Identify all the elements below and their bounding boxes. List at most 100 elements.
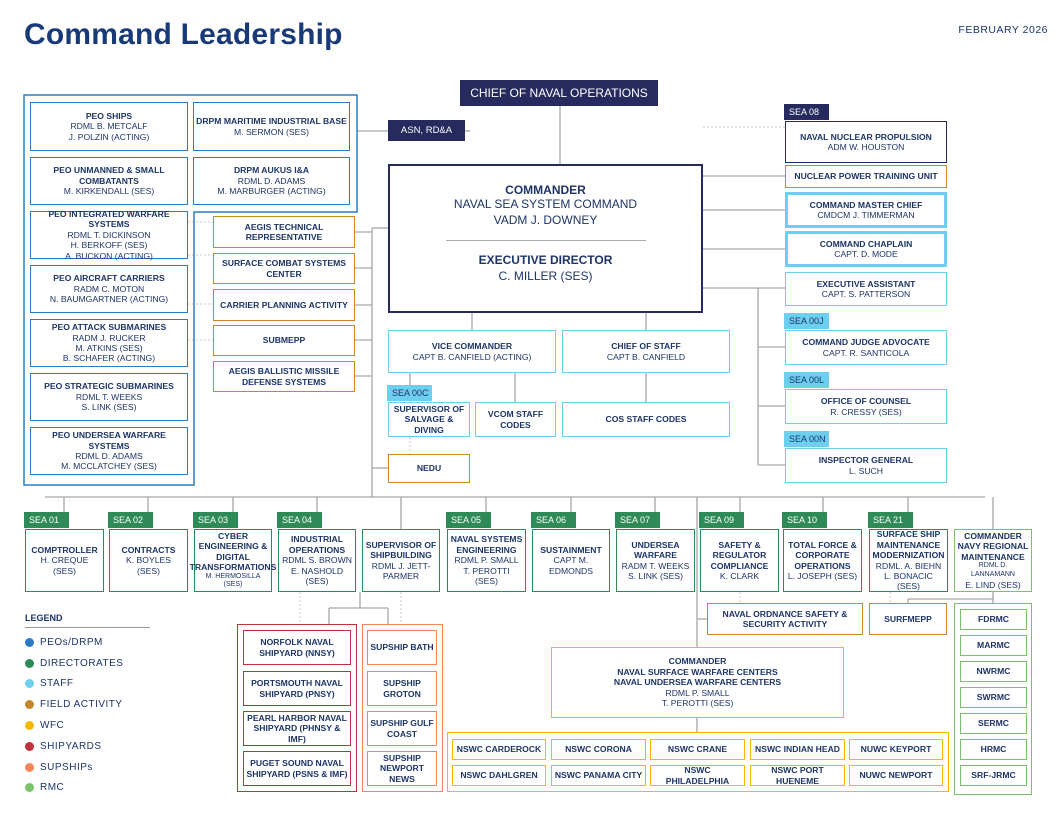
code-tag: SEA 00C	[387, 385, 432, 401]
box-person: RADM C. MOTON	[73, 283, 145, 294]
box-sup-bath[interactable]: SUPSHIP BATH	[367, 630, 437, 665]
box-title: SRF-JRMC	[971, 770, 1016, 781]
legend-label: SUPSHIPs	[40, 761, 93, 773]
legend-swatch-icon	[25, 721, 34, 731]
box-nswc-corona[interactable]: NSWC CORONA	[551, 739, 646, 760]
box-person: RDML T. DICKINSON	[67, 229, 151, 240]
commander-org: NAVAL SEA SYSTEM COMMAND	[453, 197, 638, 211]
box-title: NSWC PORT HUENEME	[771, 765, 824, 786]
box-nswc-carderock[interactable]: NSWC CARDEROCK	[452, 739, 546, 760]
box-person: L. JOSEPH (SES)	[787, 570, 858, 581]
box-nossa[interactable]: NAVAL ORDNANCE SAFETY & SECURITY ACTIVIT…	[707, 603, 863, 635]
box-nswc-ih[interactable]: NSWC INDIAN HEAD	[750, 739, 845, 760]
box-nnsy[interactable]: NORFOLK NAVAL SHIPYARD (NNSY)	[243, 630, 351, 665]
box-srf-jrmc[interactable]: SRF-JRMC	[960, 765, 1027, 786]
box-surfmepp[interactable]: SURFMEPP	[869, 603, 947, 635]
box-sermc[interactable]: SERMC	[960, 713, 1027, 734]
box-person: CAPT B. CANFIELD	[606, 351, 686, 362]
box-sup-groton[interactable]: SUPSHIP GROTON	[367, 671, 437, 706]
box-pnsy[interactable]: PORTSMOUTH NAVAL SHIPYARD (PNSY)	[243, 671, 351, 706]
box-person: K. BOYLES	[126, 555, 171, 566]
box-person: K. CLARK	[719, 570, 760, 581]
box-nswc-ph[interactable]: NSWC PORT HUENEME	[750, 765, 845, 786]
box-cno[interactable]: CHIEF OF NAVAL OPERATIONS	[460, 80, 658, 106]
box-psns[interactable]: PUGET SOUND NAVAL SHIPYARD (PSNS & IMF)	[243, 751, 351, 786]
wfc-org: NAVAL SURFACE WARFARE CENTERS	[617, 666, 778, 677]
box-nswc-dahlgren[interactable]: NSWC DAHLGREN	[452, 765, 546, 786]
box-submepp[interactable]: SUBMEPP	[213, 325, 355, 356]
legend-label: WFC	[40, 720, 65, 732]
box-aegis-tech[interactable]: AEGIS TECHNICAL REPRESENTATIVE	[213, 216, 355, 248]
box-abmd[interactable]: AEGIS BALLISTIC MISSILE DEFENSE SYSTEMS	[213, 361, 355, 392]
box-person: (SES)	[53, 565, 76, 576]
box-sup-gulf[interactable]: SUPSHIP GULF COAST	[367, 711, 437, 746]
box-scsc[interactable]: SURFACE COMBAT SYSTEMS CENTER	[213, 253, 355, 284]
box-nswc-pc[interactable]: NSWC PANAMA CITY	[551, 765, 646, 786]
box-marmc[interactable]: MARMC	[960, 635, 1027, 656]
box-person: CAPT. R. SANTICOLA	[822, 347, 910, 358]
box-asn-rda[interactable]: ASN, RD&A	[388, 120, 465, 141]
box-title: VCOM STAFF CODES	[487, 409, 544, 430]
legend-label: DIRECTORATES	[40, 657, 124, 669]
box-vcom-codes[interactable]: VCOM STAFF CODES	[475, 402, 556, 437]
box-title: NSWC INDIAN HEAD	[755, 744, 840, 755]
box-nuwc-newport[interactable]: NUWC NEWPORT	[849, 765, 943, 786]
legend-swatch-icon	[25, 658, 34, 668]
box-cos-codes[interactable]: COS STAFF CODES	[562, 402, 730, 437]
box-nptu[interactable]: NUCLEAR POWER TRAINING UNIT	[785, 165, 947, 188]
box-nwrmc[interactable]: NWRMC	[960, 661, 1027, 682]
box-title: PUGET SOUND NAVAL SHIPYARD (PSNS & IMF)	[246, 758, 348, 779]
box-title: NSWC CRANE	[667, 744, 728, 755]
box-phnsy[interactable]: PEARL HARBOR NAVAL SHIPYARD (PHNSY & IMF…	[243, 711, 351, 746]
box-fdrmc[interactable]: FDRMC	[960, 609, 1027, 630]
legend-item: RMC	[25, 778, 150, 799]
box-nswc-crane[interactable]: NSWC CRANE	[650, 739, 745, 760]
box-commander[interactable]: COMMANDER NAVAL SEA SYSTEM COMMAND VADM …	[388, 164, 703, 313]
box-swrmc[interactable]: SWRMC	[960, 687, 1027, 708]
box-title: PEO INTEGRATED WARFARE SYSTEMS	[48, 208, 170, 230]
box-title: SUPERVISOR OF SALVAGE & DIVING	[393, 403, 465, 435]
legend-swatch-icon	[25, 679, 34, 689]
box-nuwc-keyport[interactable]: NUWC KEYPORT	[849, 739, 943, 760]
code-tag: SEA 09	[699, 512, 744, 528]
box-hrmc[interactable]: HRMC	[960, 739, 1027, 760]
box-cpa[interactable]: CARRIER PLANNING ACTIVITY	[213, 289, 355, 321]
box-nedu[interactable]: NEDU	[388, 454, 470, 483]
legend-label: STAFF	[40, 678, 74, 690]
box-nswc-phil[interactable]: NSWC PHILADELPHIA	[650, 765, 745, 786]
box-sup-nn[interactable]: SUPSHIP NEWPORT NEWS	[367, 751, 437, 786]
box-person: L. SUCH	[849, 465, 883, 476]
box-salvage[interactable]: SUPERVISOR OF SALVAGE & DIVING	[388, 402, 470, 437]
box-sea03[interactable]: CYBER ENGINEERING & DIGITAL TRANSFORMATI…	[190, 529, 276, 592]
